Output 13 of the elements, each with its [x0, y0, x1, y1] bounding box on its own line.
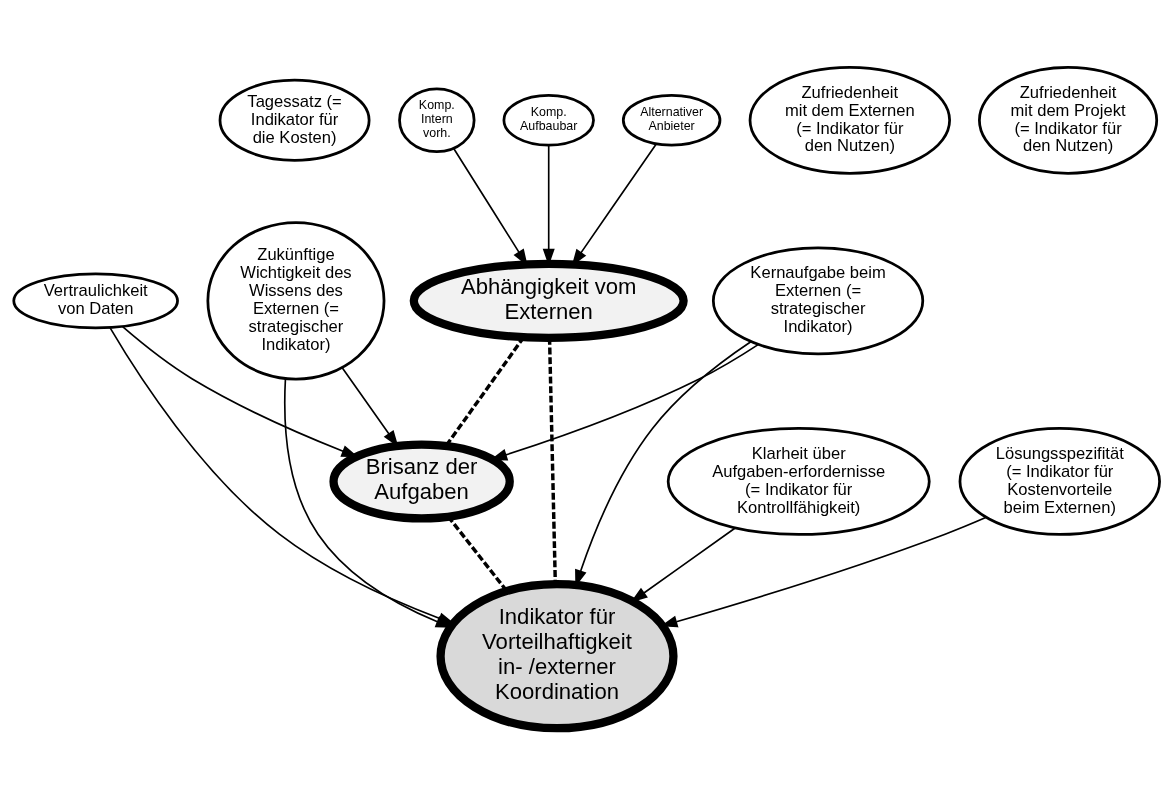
- node-ellipse: Lösungsspezifität (= Indikator für Kostenvorteile beim Externen): [958, 427, 1161, 536]
- node-ellipse: Brisanz der Aufgaben: [329, 440, 514, 523]
- node-ellipse: Komp. Aufbaubar: [502, 94, 595, 147]
- node-ellipse: Klarheit über Aufgaben-erfordernisse (= Indikator für Kontrollfähigkeit): [666, 427, 931, 536]
- node-ellipse: Komp. Intern vorh.: [398, 87, 476, 154]
- node-ellipse: Zukünftige Wichtigkeit des Wissens des Externen (= strategischer Indikator): [206, 221, 386, 381]
- node-ellipse: Vertraulichkeit von Daten: [12, 272, 179, 330]
- node-ellipse: Kernaufgabe beim Externen (= strategischer Indikator): [711, 246, 925, 356]
- node-ellipse: Tagessatz (= Indikator für die Kosten): [218, 78, 371, 162]
- node-ellipse: Zufriedenheit mit dem Externen (= Indikator für den Nutzen): [748, 65, 951, 175]
- node-ellipse: Zufriedenheit mit dem Projekt (= Indikator für den Nutzen): [978, 65, 1159, 175]
- node-ellipse: Alternativer Anbieter: [621, 94, 722, 147]
- node-ellipse: Abhängigkeit vom Externen: [409, 259, 688, 342]
